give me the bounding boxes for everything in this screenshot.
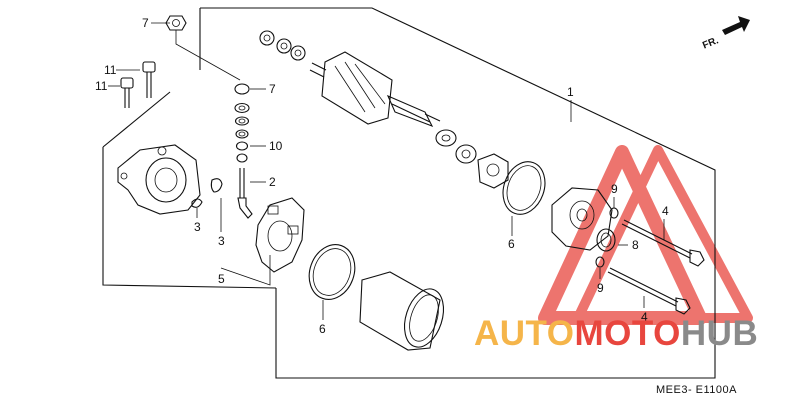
yoke-housing — [359, 271, 445, 351]
long-bolt-4-b — [607, 267, 691, 315]
armature-shims — [259, 30, 306, 61]
callout-1: 1 — [567, 85, 574, 99]
callout-4: 4 — [641, 310, 648, 324]
callout-10: 10 — [269, 139, 283, 153]
washer-9-a — [609, 207, 619, 219]
callout-6: 6 — [319, 322, 326, 336]
callout-3: 3 — [218, 234, 225, 248]
terminal-bolt-2 — [237, 168, 253, 219]
o-ring-6-front — [502, 161, 546, 215]
diagram-frame — [102, 7, 716, 379]
rear-cover — [117, 144, 201, 215]
callout-7: 7 — [142, 16, 149, 30]
washer-9-b — [595, 256, 605, 268]
callout-7: 7 — [269, 82, 276, 96]
diagram-code: MEE3- E1100A — [656, 384, 737, 396]
watermark-part-auto: AUTO — [474, 314, 575, 353]
callout-5: 5 — [218, 272, 225, 286]
brush-spring-3b — [210, 178, 223, 193]
armature — [309, 51, 441, 128]
callout-9: 9 — [611, 182, 618, 196]
callout-2: 2 — [269, 175, 276, 189]
direction-label: FR. — [701, 35, 720, 51]
washer-stack — [234, 83, 250, 163]
watermark-text: AUTOMOTOHUB — [474, 316, 758, 351]
o-ring-6-rear — [308, 244, 356, 300]
callout-9: 9 — [597, 281, 604, 295]
long-bolt-4-a — [621, 219, 705, 267]
callout-11: 11 — [104, 63, 117, 77]
lock-plate — [477, 153, 509, 189]
watermark-part-hub: HUB — [680, 314, 759, 353]
brush-holder-5 — [255, 197, 305, 273]
watermark-triangle — [538, 145, 753, 325]
callout-4: 4 — [662, 204, 669, 218]
seal-8 — [596, 228, 616, 252]
brush-spring-3a — [191, 198, 203, 208]
callout-11: 11 — [95, 79, 108, 93]
callout-3: 3 — [194, 220, 201, 234]
front-washers — [435, 129, 477, 164]
leader-lines — [108, 22, 665, 320]
callout-8: 8 — [632, 238, 639, 252]
nut-7-top — [165, 15, 241, 81]
bolt-11-a — [142, 61, 156, 98]
front-direction-arrow: FR. — [701, 16, 750, 51]
watermark-part-moto: MOTO — [574, 314, 681, 353]
callout-6: 6 — [508, 237, 515, 251]
front-cover — [551, 187, 613, 251]
bolt-11-b — [120, 77, 134, 108]
